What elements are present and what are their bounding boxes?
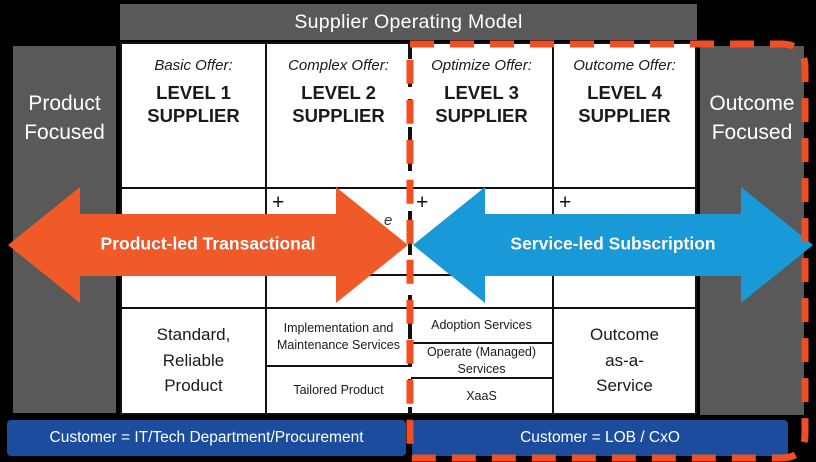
outcome-focused-panel: Outcome Focused (700, 46, 804, 415)
level4-plus-sign: + (559, 191, 572, 214)
service-led-arrow-label: Service-led Subscription (510, 233, 716, 254)
customer-bar-left: Customer = IT/Tech Department/Procuremen… (7, 420, 406, 456)
level3-plus-sign: + (416, 191, 429, 214)
level2-offering-cell-1: Implementation and Maintenance Services (277, 321, 400, 352)
customer-left-label: Customer = IT/Tech Department/Procuremen… (49, 429, 364, 446)
level3-header-cell: Optimize Offer: LEVEL 3 SUPPLIER (411, 44, 552, 187)
product-focused-panel: Product Focused (13, 46, 116, 413)
outcome-focused-label: Outcome Focused (709, 91, 795, 144)
supplier-model-table: Basic Offer: LEVEL 1 SUPPLIER Complex Of… (120, 42, 697, 415)
level4-offer-type: Outcome Offer: (573, 57, 676, 74)
level3-offering-cell-1: Adoption Services (431, 317, 532, 332)
level1-offering-cell: Standard, Reliable Product (156, 325, 231, 396)
level3-supplier-title: LEVEL 3 SUPPLIER (435, 82, 528, 127)
page-title: Supplier Operating Model (294, 10, 523, 33)
product-led-arrow-label: Product-led Transactional (100, 233, 316, 254)
level3-offering-cell-2: Operate (Managed) Services (426, 345, 537, 376)
row-divider-2 (122, 274, 695, 276)
level2-sub-divider (267, 365, 410, 367)
row-divider-1 (122, 187, 695, 189)
level3-offering-cell-3: XaaS (466, 388, 497, 403)
level1-offer-type: Basic Offer: (154, 57, 233, 74)
level4-header-cell: Outcome Offer: LEVEL 4 SUPPLIER (554, 44, 695, 187)
partially-hidden-text: e (384, 212, 393, 229)
title-bar: Supplier Operating Model (120, 4, 697, 40)
level4-offering-cell: Outcome as-a- Service (590, 325, 659, 396)
level2-supplier-title: LEVEL 2 SUPPLIER (292, 82, 385, 127)
level1-supplier-title: LEVEL 1 SUPPLIER (147, 82, 240, 127)
customer-right-label: Customer = LOB / CxO (520, 429, 680, 446)
level3-offer-type: Optimize Offer: (431, 57, 532, 74)
level2-plus-sign: + (272, 191, 285, 214)
product-focused-label: Product Focused (24, 91, 105, 144)
level2-offering-cell-2: Tailored Product (293, 382, 384, 397)
level2-header-cell: Complex Offer: LEVEL 2 SUPPLIER (267, 44, 410, 187)
level2-offer-type: Complex Offer: (288, 57, 389, 74)
level1-header-cell: Basic Offer: LEVEL 1 SUPPLIER (122, 44, 265, 187)
customer-bar-right: Customer = LOB / CxO (412, 420, 788, 456)
level4-supplier-title: LEVEL 4 SUPPLIER (578, 82, 671, 127)
